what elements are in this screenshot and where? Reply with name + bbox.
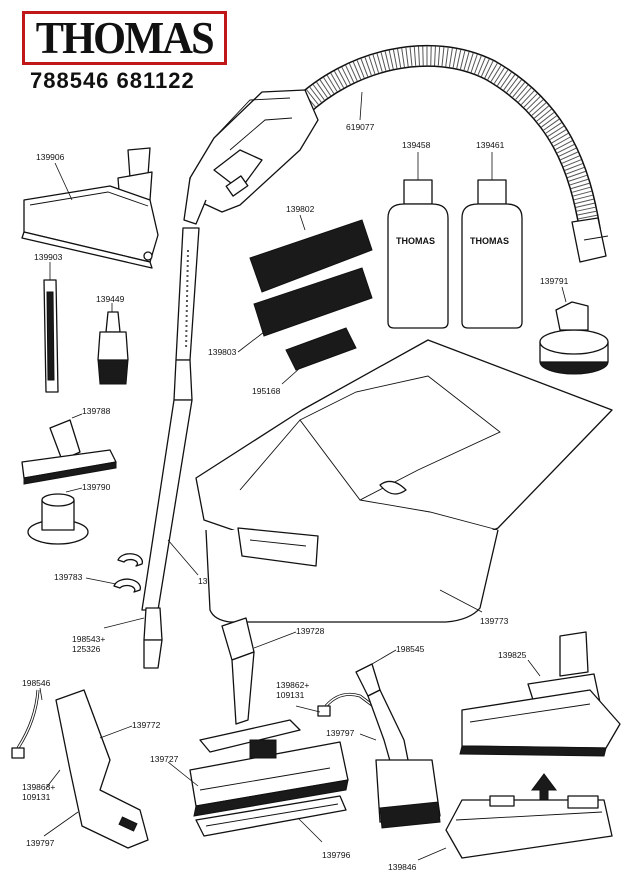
telescopic-tube-part: 139792 198543+125326: [72, 227, 227, 669]
parquet-spray-tool-part: 198545 139862+109131 139797: [276, 644, 441, 829]
small-brush-part: 139449: [96, 294, 129, 385]
callout-bottle-left: 139458: [402, 140, 431, 150]
callout-bag: 139773: [480, 616, 509, 626]
callout-filter-upper: 139802: [286, 204, 315, 214]
callout-carpet-tool: 139728: [296, 626, 325, 636]
callout-floor-nozzle: 139825: [498, 650, 527, 660]
adapter-part: 139790: [27, 482, 111, 545]
clips-part: 139783: [54, 553, 144, 593]
callout-spray-nipple-left-line2: 109131: [22, 792, 51, 802]
bag-part: 139773: [195, 339, 613, 626]
crevice-tool-part: 139903: [34, 252, 63, 393]
bottle-left-part: THOMAS 139458: [387, 140, 449, 329]
callout-clips: 139783: [54, 572, 83, 582]
callout-carpet-base: 139727: [150, 754, 179, 764]
upholstery-spray-tool-part: 198546 139863+109131 139797 139772: [11, 678, 161, 849]
callout-filter-lower: 139803: [208, 347, 237, 357]
callout-water-tray: 139846: [388, 862, 417, 872]
callout-spray-nipple-left: 139863+109131: [22, 782, 55, 802]
callout-parquet-spray-nipple: 139862+109131: [276, 680, 309, 700]
filter-pads-part: 139802 139803 195168: [208, 204, 373, 396]
hose-part: 619077: [183, 44, 609, 263]
callout-spray-hose-left: 198546: [22, 678, 51, 688]
upholstery-nozzle-part: 139788: [21, 406, 117, 485]
order-number: 788546 681122: [30, 68, 195, 93]
callout-tube-joint-line1: 198543+: [72, 634, 105, 644]
turbo-nozzle-part: 139906: [21, 147, 159, 269]
callout-filter-small: 195168: [252, 386, 281, 396]
callout-upholstery-spray: 139772: [132, 720, 161, 730]
callout-crevice-tool: 139903: [34, 252, 63, 262]
callout-tube-joint-line2: 125326: [72, 644, 101, 654]
callout-adapter: 139790: [82, 482, 111, 492]
water-tray-part: 139846: [388, 795, 613, 872]
brand-logo: THOMAS: [22, 11, 227, 65]
callout-hose: 619077: [346, 122, 375, 132]
callout-spray-tool-right: 139797: [326, 728, 355, 738]
callout-upholstery-nozzle: 139788: [82, 406, 111, 416]
carpet-spray-tool-part: 139728 139727 139796: [150, 617, 351, 860]
floor-nozzle-part: 139825: [459, 631, 621, 757]
callout-parquet-spray-nipple-line2: 109131: [276, 690, 305, 700]
callout-small-brush: 139449: [96, 294, 125, 304]
callout-spray-tool-left: 139797: [26, 838, 55, 848]
callout-parquet-hose: 198545: [396, 644, 425, 654]
callout-round-brush: 139791: [540, 276, 569, 286]
callout-parquet-spray-nipple-line1: 139862+: [276, 680, 309, 690]
round-brush-part: 139791: [539, 276, 609, 375]
bottle-right-part: THOMAS 139461: [461, 140, 523, 329]
callout-tube-joint: 198543+125326: [72, 634, 105, 654]
brand-logo-text: THOMAS: [35, 12, 215, 63]
callout-carpet-insert: 139796: [322, 850, 351, 860]
callout-bottle-right: 139461: [476, 140, 505, 150]
bottle-right-label: THOMAS: [470, 236, 509, 246]
callout-turbo-nozzle: 139906: [36, 152, 65, 162]
callout-spray-nipple-left-line1: 139863+: [22, 782, 55, 792]
bottle-left-label: THOMAS: [396, 236, 435, 246]
